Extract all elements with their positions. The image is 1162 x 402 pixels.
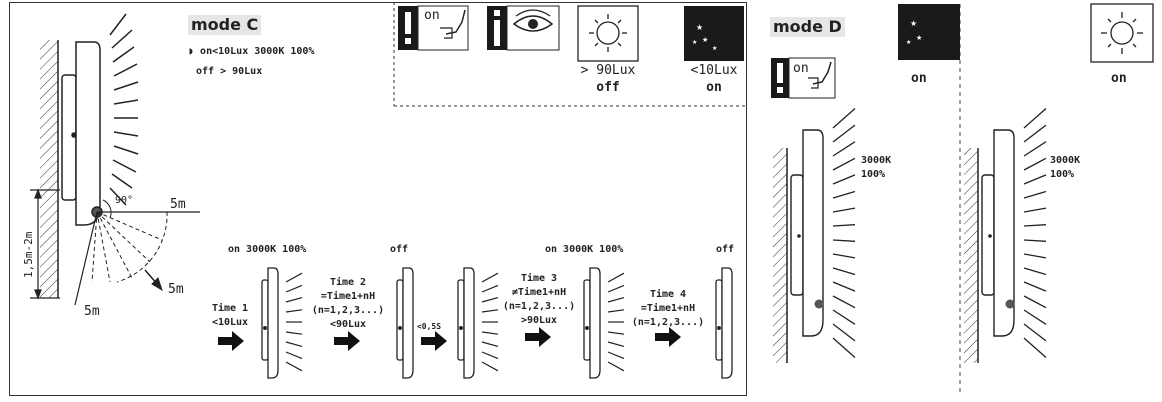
info-eye-icon — [487, 5, 560, 51]
legend-day-lux: > 90Lux — [580, 63, 636, 78]
moon-stars-icon: ★ ★ ★ ★ — [684, 6, 744, 61]
sun-icon — [577, 5, 639, 62]
sequence-arrows — [218, 327, 681, 351]
moon-stars-icon-d: ★ ★ ★ — [898, 4, 960, 60]
seq-step-2-line-3: (n=1,2,3...) — [311, 305, 385, 316]
range-top-label: 5m — [170, 197, 186, 212]
seq-step-1-line-1: Time 1 — [211, 303, 249, 314]
mode-d-right-cct: 3000K — [1050, 155, 1081, 166]
sun-icon-d — [1090, 3, 1154, 63]
mode-d-left-light: 3000K 100% — [861, 154, 891, 182]
svg-text:★: ★ — [712, 45, 717, 52]
mode-d-fixtures — [773, 108, 1047, 363]
mode-c-off-rule: off > 90Lux — [196, 66, 263, 77]
seq-step-5-line-2: =Time1+nH — [640, 303, 696, 314]
height-label: 1,5m-2m — [22, 231, 35, 278]
seq-state-4: off — [716, 244, 735, 255]
range-right-label: 5m — [168, 282, 184, 297]
seq-step-2-line-1: Time 2 — [329, 277, 367, 288]
seq-step-5-line-1: Time 4 — [649, 289, 687, 300]
mode-c-panel — [9, 2, 747, 396]
seq-step-4-line-3: (n=1,2,3...) — [502, 301, 576, 312]
mode-d-left-level: 100% — [861, 169, 886, 180]
mode-d-right-state: on — [1111, 71, 1127, 86]
seq-step-2: Time 2 =Time1+nH (n=1,2,3...) <90Lux — [306, 276, 390, 332]
svg-text:★: ★ — [910, 19, 917, 28]
seq-state-3: on 3000K 100% — [545, 244, 624, 255]
seq-step-1: Time 1 <10Lux — [200, 302, 260, 330]
svg-text:★: ★ — [696, 23, 703, 32]
svg-text:★: ★ — [692, 39, 697, 46]
fixture-c — [61, 41, 103, 226]
angle-label: 90° — [115, 195, 134, 206]
light-rays-c — [109, 13, 139, 206]
sequence-fixture-3 — [457, 267, 499, 379]
legend-night-lux: <10Lux — [690, 63, 738, 78]
sequence-fixtures — [261, 267, 733, 379]
legend-night-state: on — [706, 80, 722, 95]
mode-d-right-level: 100% — [1050, 169, 1075, 180]
wall-c — [40, 40, 59, 298]
seq-step-1-line-2: <10Lux — [211, 317, 249, 328]
mode-d-right-light: 3000K 100% — [1050, 154, 1080, 182]
mode-d-fixture-2 — [964, 108, 1047, 363]
svg-text:★: ★ — [702, 36, 708, 44]
mode-d-fixture-1 — [773, 108, 856, 363]
mode-c-on-rule: ◗ on<10Lux 3000K 100% — [188, 46, 315, 57]
legend-box-c — [393, 2, 745, 107]
svg-text:★: ★ — [916, 34, 922, 42]
height-dimension — [30, 188, 60, 300]
legend-day-state: off — [596, 80, 620, 95]
seq-step-2-line-2: =Time1+nH — [320, 291, 376, 302]
mode-d-left-state: on — [911, 71, 927, 86]
seq-step-2-line-4: <90Lux — [329, 319, 367, 330]
mode-d-title: mode D — [770, 17, 845, 37]
seq-step-3: <0,5S — [416, 322, 442, 331]
seq-step-4-line-2: ≠Time1+nH — [511, 287, 567, 298]
legend-on-label: on — [424, 8, 440, 23]
seq-step-5-line-3: (n=1,2,3...) — [631, 317, 705, 328]
seq-state-1: on 3000K 100% — [228, 244, 307, 255]
sensor-range-c — [74, 199, 200, 306]
warning-manual-icon — [398, 5, 469, 51]
sequence-fixture-4 — [583, 267, 625, 379]
range-bottom-label: 5m — [84, 304, 100, 319]
warning-manual-icon-d — [771, 57, 836, 99]
mode-d-on-label: on — [793, 61, 809, 76]
mode-c-on-text: on<10Lux 3000K 100% — [200, 46, 315, 57]
mode-c-title: mode C — [188, 15, 262, 35]
seq-step-4-line-1: Time 3 — [520, 273, 558, 284]
svg-text:★: ★ — [906, 39, 911, 46]
sequence-fixture-1 — [261, 267, 303, 379]
mode-d-left-cct: 3000K — [861, 155, 892, 166]
seq-step-4: Time 3 ≠Time1+nH (n=1,2,3...) >90Lux — [496, 272, 582, 328]
sequence-fixture-2 — [396, 267, 414, 379]
sequence-fixture-5 — [715, 267, 733, 379]
seq-state-2: off — [390, 244, 409, 255]
seq-step-5: Time 4 =Time1+nH (n=1,2,3...) — [626, 288, 710, 330]
seq-step-4-line-4: >90Lux — [520, 315, 558, 326]
